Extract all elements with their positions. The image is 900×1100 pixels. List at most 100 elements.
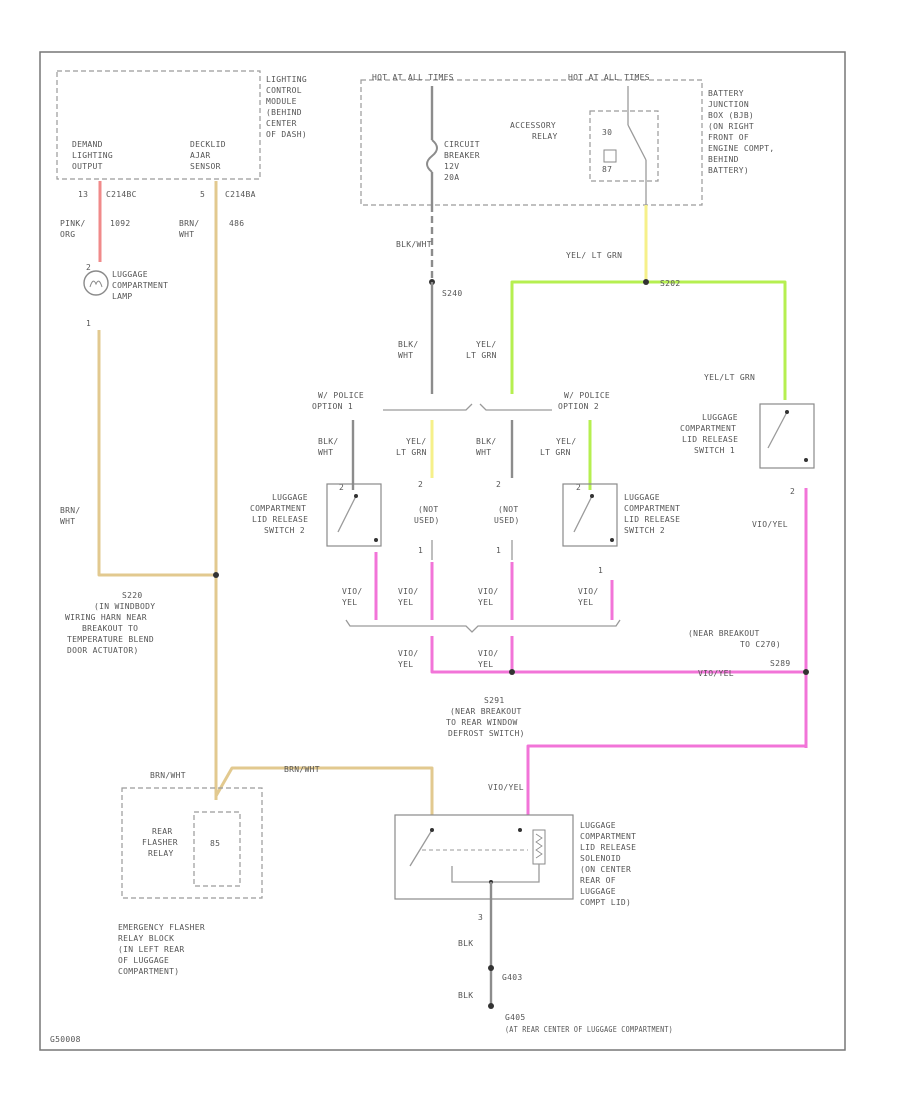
blk-wht-mid-label: BLK/ WHT (398, 340, 424, 360)
switch-mid-arm (573, 495, 593, 533)
solenoid-contact-2 (518, 828, 522, 832)
blk-label-1: BLK (458, 939, 473, 948)
vio-yel-merge-bracket (345, 619, 621, 633)
lamp-pin-1: 1 (86, 319, 91, 328)
diagram-frame (39, 51, 846, 1051)
not-used-right: (NOT USED) (494, 505, 524, 525)
splice-s289-label: S289 (770, 659, 790, 668)
rear-flasher-relay-box (193, 811, 241, 887)
switch-1-arm (767, 411, 788, 449)
lid-release-switch-mid-box (562, 483, 618, 547)
near-breakout-c270-label: (NEAR BREAKOUT TO C270) (688, 629, 781, 649)
not-used-left: (NOT USED) (414, 505, 444, 525)
demand-lighting-output-label: DEMAND LIGHTING OUTPUT (72, 140, 118, 171)
flasher-pin-85: 85 (210, 839, 220, 848)
switch-left-arm (337, 495, 357, 533)
vio-yel-label-2: VIO/ YEL (398, 587, 424, 607)
vio-yel-label-1: VIO/ YEL (342, 587, 368, 607)
switch-1-contact-top (785, 410, 789, 414)
lid-release-switch-mid-label: LUGGAGE COMPARTMENT LID RELEASE SWITCH 2 (624, 493, 685, 535)
brn-wht-relay-label: BRN/WHT (150, 771, 186, 780)
luggage-lamp-icon (83, 270, 109, 296)
pin-2-switch1: 2 (790, 487, 795, 496)
pin-13-label: 13 (78, 190, 88, 199)
brn-wht-to-solenoid-wire (214, 766, 434, 815)
splice-s291-label: S291 (NEAR BREAKOUT TO REAR WINDOW DEFRO… (446, 696, 527, 738)
pink-orange-wire-label: PINK/ ORG (60, 219, 91, 239)
splice-g403-label: G403 (502, 973, 522, 982)
lighting-module-title: LIGHTING CONTROL MODULE (BEHIND CENTER O… (266, 75, 312, 139)
police-option-bracket-left (383, 403, 473, 411)
decklid-ajar-sensor-label: DECKLID AJAR SENSOR (190, 140, 231, 171)
splice-s291-dot (509, 669, 515, 675)
brn-wht-lamp-return-wire (97, 330, 216, 577)
luggage-compartment-lamp-label: LUGGAGE COMPARTMENT LAMP (112, 270, 173, 301)
splice-s240-label: S240 (442, 289, 462, 298)
switch-mid-contact-top (590, 494, 594, 498)
pin-2-d: 2 (576, 483, 581, 492)
solenoid-contact-1 (430, 828, 434, 832)
circuit-1092-label: 1092 (110, 219, 130, 228)
branch-blk-wht-right-label: BLK/ WHT (476, 437, 502, 457)
vio-yel-label-3: VIO/ YEL (478, 587, 504, 607)
accessory-relay-label: ACCESSORY RELAY (510, 121, 561, 141)
relay-coil-icon (603, 149, 617, 163)
vio-yel-to-solenoid-wire (526, 744, 806, 815)
splice-s220-label: S220 (IN WINDBODY WIRING HARN NEAR BREAK… (65, 591, 161, 655)
lid-release-switch-left-label: LUGGAGE COMPARTMENT LID RELEASE SWITCH 2 (250, 493, 313, 535)
yel-lt-grn-mid-label: YEL/ LT GRN (466, 340, 502, 360)
vio-yel-switch1-label: VIO/YEL (752, 520, 788, 529)
solenoid-coil-icon (532, 829, 546, 865)
switch-left-contact-top (354, 494, 358, 498)
splice-s202-dot (643, 279, 649, 285)
yel-lt-grn-splice-wire (510, 280, 787, 400)
branch-yel-lt-grn-left-label: YEL/ LT GRN (396, 437, 432, 457)
vio-yel-horizontal-label: VIO/YEL (698, 669, 734, 678)
pin-2-c: 2 (496, 480, 501, 489)
vio-yel-bus-wire (430, 636, 806, 674)
flasher-relay-block-box (121, 787, 263, 899)
relay-pin-87: 87 (602, 165, 612, 174)
yel-lt-grn-top-label: YEL/ LT GRN (566, 251, 622, 260)
connector-c214bc: C214BC (106, 190, 137, 199)
branch-blk-wht-left-label: BLK/ WHT (318, 437, 344, 457)
pin-2-b: 2 (418, 480, 423, 489)
police-option-bracket-right (479, 403, 552, 411)
branch-yel-lt-grn-right-label: YEL/ LT GRN (540, 437, 582, 457)
pin-1-c: 1 (598, 566, 603, 575)
lamp-filament (89, 280, 103, 288)
lid-release-switch-left-box (326, 483, 382, 547)
ground-g405-dot (488, 1003, 494, 1009)
splice-s220-dot (213, 572, 219, 578)
vio-yel-low-label: VIO/YEL (488, 783, 524, 792)
solenoid-coil-winding (535, 833, 543, 859)
battery-junction-box-label: BATTERY JUNCTION BOX (BJB) (ON RIGHT FRO… (708, 89, 780, 175)
solenoid-switch-arm (409, 829, 433, 867)
brn-wht-horizontal-label: BRN/WHT (284, 765, 320, 774)
vio-yel-label-4: VIO/ YEL (578, 587, 604, 607)
circuit-breaker-icon (426, 139, 438, 173)
ground-g405-label: G405 (505, 1013, 525, 1022)
battery-junction-box (360, 79, 703, 206)
lighting-control-module-box (56, 70, 261, 180)
switch-left-contact-bottom (374, 538, 378, 542)
emergency-flasher-location-label: EMERGENCY FLASHER RELAY BLOCK (IN LEFT R… (118, 923, 210, 976)
relay-pin-30: 30 (602, 128, 612, 137)
yel-lt-grn-right-label: YEL/LT GRN (704, 373, 755, 382)
police-option-1-label: W/ POLICE OPTION 1 (312, 391, 369, 411)
accessory-relay-box (589, 110, 659, 182)
relay-contact-arm (627, 124, 647, 161)
blk-label-2: BLK (458, 991, 473, 1000)
hot-at-all-times-right: HOT AT ALL TIMES (568, 73, 650, 82)
lid-release-switch-1-label: LUGGAGE COMPARTMENT LID RELEASE SWITCH 1 (680, 413, 743, 455)
vio-yel-bus-label-2: VIO/ YEL (478, 649, 504, 669)
circuit-breaker-label: CIRCUIT BREAKER 12V 20A (444, 140, 485, 182)
lid-release-solenoid-box (394, 814, 574, 900)
vio-yel-bus-label: VIO/ YEL (398, 649, 424, 669)
lamp-pin-2: 2 (86, 263, 91, 272)
switch-mid-contact-bottom (610, 538, 614, 542)
brn-wht-wire-label: BRN/ WHT (179, 219, 205, 239)
lid-release-switch-1-box (759, 403, 815, 469)
connector-c214ba: C214BA (225, 190, 256, 199)
